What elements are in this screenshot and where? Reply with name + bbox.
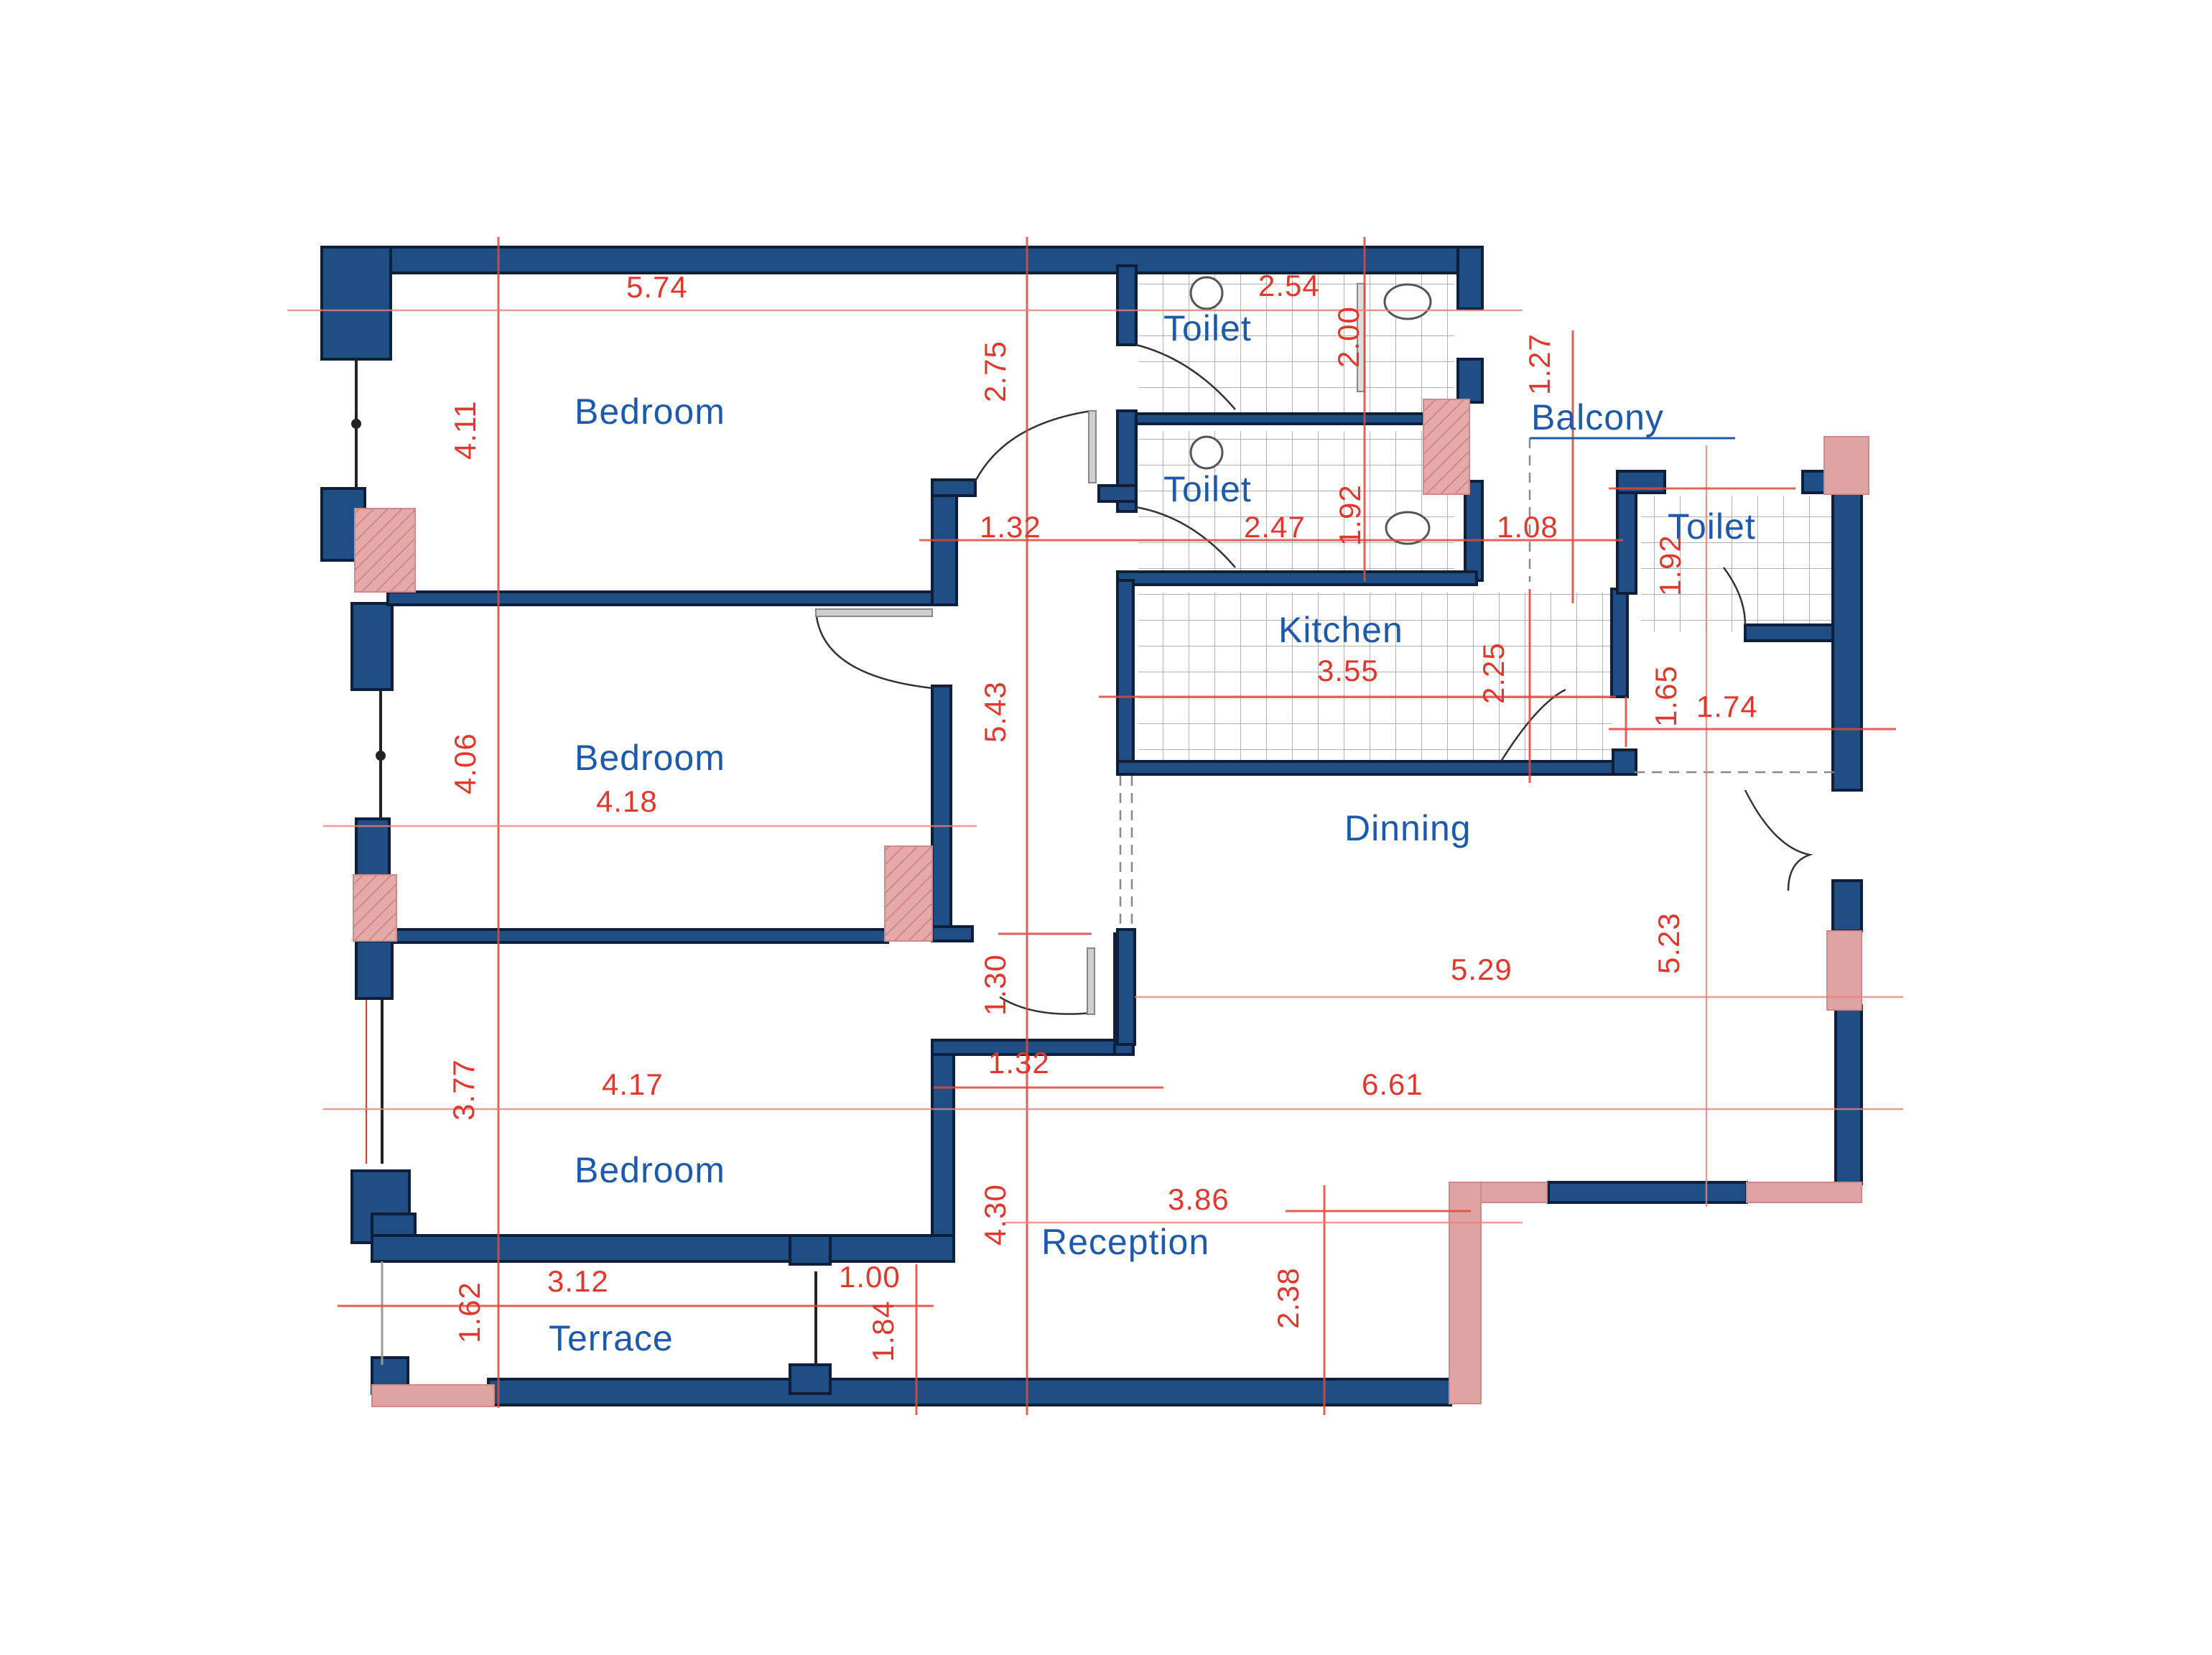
windows <box>351 359 817 1365</box>
walls <box>320 246 1863 1406</box>
dim-kitchen-width: 3.55 <box>1317 654 1379 687</box>
dim-toilet1-height: 2.00 <box>1332 306 1365 368</box>
dim-reception-height: 2.38 <box>1271 1267 1305 1329</box>
room-label-toilet-2: Toilet <box>1163 469 1252 509</box>
dim-corridor-lower-height: 1.30 <box>978 954 1012 1016</box>
room-label-bedroom-1: Bedroom <box>575 391 725 432</box>
dim-toilet3-height: 1.92 <box>1653 534 1687 596</box>
dim-corridor-upper-width: 1.32 <box>980 510 1041 544</box>
room-label-balcony: Balcony <box>1531 397 1664 437</box>
dim-service-width: 1.74 <box>1696 690 1758 723</box>
dim-service-height: 1.65 <box>1649 665 1683 727</box>
dim-bedroom1-width: 5.74 <box>626 270 688 304</box>
dim-terrace-height: 1.62 <box>452 1281 486 1343</box>
room-label-dining: Dinning <box>1344 808 1472 848</box>
room-label-toilet-3: Toilet <box>1668 506 1756 547</box>
dim-kitchen-height: 2.25 <box>1477 642 1510 704</box>
dim-dining-height: 5.23 <box>1652 912 1686 974</box>
dim-corridor-lower-width: 1.32 <box>988 1046 1050 1080</box>
room-label-bedroom-3: Bedroom <box>575 1150 725 1190</box>
dimension-lines <box>287 237 1903 1415</box>
dim-bedroom2-height: 4.06 <box>448 733 482 794</box>
dim-reception-width: 3.86 <box>1168 1182 1230 1216</box>
room-label-toilet-1: Toilet <box>1163 308 1252 348</box>
doors <box>814 343 1813 1015</box>
room-labels: Bedroom Bedroom Bedroom Toilet Toilet To… <box>549 308 1756 1358</box>
dim-corridor-upper-height: 2.75 <box>978 340 1012 402</box>
room-label-reception: Reception <box>1041 1222 1209 1262</box>
dim-terrace-width: 3.12 <box>547 1264 609 1298</box>
dim-dining-width: 5.29 <box>1451 952 1512 986</box>
dim-toilet2-height: 1.92 <box>1333 484 1367 546</box>
dim-entry-width: 1.00 <box>839 1260 901 1294</box>
dim-bedroom1-height: 4.11 <box>448 400 482 460</box>
dim-bedroom3-width: 4.17 <box>602 1067 664 1101</box>
dim-entry-height: 1.84 <box>866 1300 900 1362</box>
dim-balcony-width: 1.08 <box>1497 510 1558 544</box>
room-label-terrace: Terrace <box>549 1318 674 1358</box>
dim-toilet1-width: 2.54 <box>1258 269 1320 302</box>
dimension-labels: 5.74 4.11 2.75 2.54 2.00 1.27 1.32 2.47 … <box>447 269 1758 1362</box>
dim-bedroom3-height: 3.77 <box>447 1059 480 1121</box>
room-label-kitchen: Kitchen <box>1278 610 1403 650</box>
dim-balcony-height: 1.27 <box>1523 333 1556 395</box>
dim-toilet2-width: 2.47 <box>1244 510 1306 544</box>
dim-reception-depth: 4.30 <box>978 1184 1012 1246</box>
dim-corridor-height: 5.43 <box>978 681 1012 743</box>
dim-bedroom2-width: 4.18 <box>596 784 658 818</box>
room-label-bedroom-2: Bedroom <box>575 738 725 778</box>
dim-living-width: 6.61 <box>1362 1067 1423 1101</box>
